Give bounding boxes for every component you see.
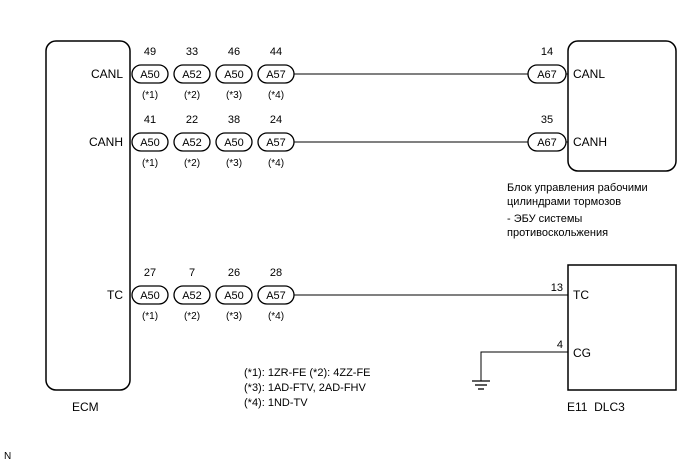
legend-line: (*1): 1ZR-FE (*2): 4ZZ-FE	[244, 367, 371, 379]
ecm-signal-canh: CANH	[89, 135, 123, 149]
brake-signal-canh: CANH	[573, 135, 607, 149]
connector-pill	[131, 132, 169, 152]
connector-pill	[215, 132, 253, 152]
corner-mark: N	[4, 451, 11, 462]
ecm-row-tc: TC 27 7 26 28 A50 A52 A50 A57 (*1) (*2) …	[107, 267, 295, 322]
brake-signal-canl: CANL	[573, 67, 605, 81]
variant-note: (*4)	[268, 311, 284, 322]
connector-id: A57	[266, 137, 286, 149]
connector-id: A52	[182, 69, 202, 81]
ecm-pin: 27	[144, 267, 156, 279]
ecm-pin: 49	[144, 46, 156, 58]
dlc3-signal-cg: CG	[573, 346, 591, 360]
brake-pin-canh: 35	[541, 114, 553, 126]
ecm-pin: 28	[270, 267, 282, 279]
ecm-pin: 38	[228, 114, 240, 126]
variant-note: (*2)	[184, 158, 200, 169]
ecm-pin: 46	[228, 46, 240, 58]
brake-caption-line: Блок управления рабочими	[507, 182, 648, 194]
variant-note: (*2)	[184, 311, 200, 322]
ground-icon	[472, 380, 490, 390]
connector-id: A50	[140, 290, 160, 302]
connector-pill	[215, 64, 253, 84]
brake-caption-line: цилиндрами тормозов	[507, 196, 621, 208]
variant-note: (*3)	[226, 90, 242, 101]
ecm-block	[45, 40, 131, 391]
connector-id: A67	[537, 69, 557, 81]
ecm-row-canh: CANH 41 22 38 24 A50 A52 A50 A57 (*1) (*…	[89, 114, 295, 169]
variant-note: (*3)	[226, 158, 242, 169]
legend-line: (*4): 1ND-TV	[244, 397, 308, 409]
connector-id: A50	[140, 69, 160, 81]
connector-id: A52	[182, 137, 202, 149]
wire-ground	[480, 351, 568, 381]
ecm-pin: 24	[270, 114, 282, 126]
ecm-pin: 26	[228, 267, 240, 279]
connector-id: A52	[182, 290, 202, 302]
brake-pin-canl: 14	[541, 46, 553, 58]
dlc3-block	[567, 264, 677, 391]
connector-id: A50	[224, 137, 244, 149]
dlc3-pin-tc: 13	[551, 282, 563, 294]
variant-note: (*4)	[268, 90, 284, 101]
connector-pill	[173, 64, 211, 84]
ecm-pin: 7	[189, 267, 195, 279]
ecm-row-canl: CANL 49 33 46 44 A50 A52 A50 A57 (*1) (*…	[91, 46, 295, 101]
connector-id: A50	[224, 290, 244, 302]
brake-unit-block	[567, 40, 677, 172]
ecm-pin: 41	[144, 114, 156, 126]
ecm-signal-tc: TC	[107, 288, 123, 302]
connector-pill	[215, 285, 253, 305]
dlc3-pin-cg: 4	[557, 339, 563, 351]
connector-pill	[131, 64, 169, 84]
dlc3-signal-tc: TC	[573, 288, 589, 302]
ecm-pin: 44	[270, 46, 282, 58]
connector-id: A50	[140, 137, 160, 149]
ecm-label: ECM	[72, 400, 99, 414]
brake-caption-line: - ЭБУ системы	[507, 213, 582, 225]
variant-note: (*3)	[226, 311, 242, 322]
dlc3-label: E11 DLC3	[567, 400, 625, 414]
ecm-pin: 33	[186, 46, 198, 58]
variant-note: (*1)	[142, 158, 158, 169]
legend-line: (*3): 1AD-FTV, 2AD-FHV	[244, 382, 367, 394]
variant-note: (*1)	[142, 311, 158, 322]
connector-pill	[131, 285, 169, 305]
brake-caption-line: противоскольжения	[507, 227, 608, 239]
connector-id: A67	[537, 137, 557, 149]
connector-pill	[173, 132, 211, 152]
ecm-signal-canl: CANL	[91, 67, 123, 81]
variant-note: (*1)	[142, 90, 158, 101]
ecm-pin: 22	[186, 114, 198, 126]
variant-note: (*4)	[268, 158, 284, 169]
connector-pill	[173, 285, 211, 305]
connector-id: A57	[266, 290, 286, 302]
variant-note: (*2)	[184, 90, 200, 101]
connector-id: A50	[224, 69, 244, 81]
connector-id: A57	[266, 69, 286, 81]
